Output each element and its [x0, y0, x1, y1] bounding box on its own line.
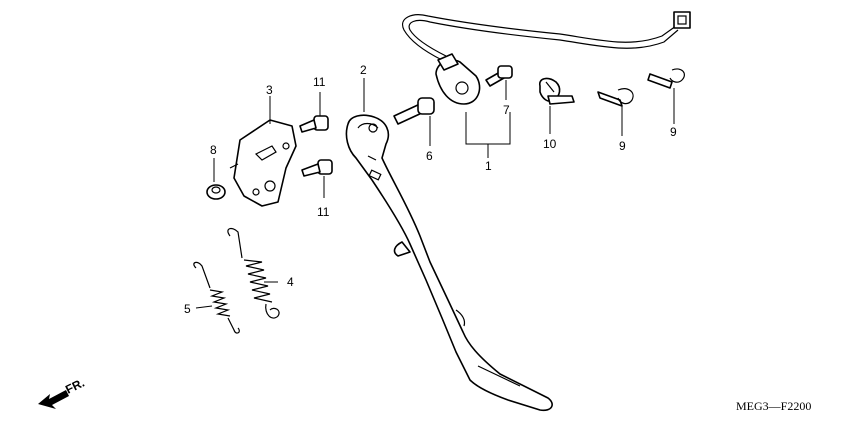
bolt-upper: [299, 115, 329, 133]
front-arrow-icon: [38, 390, 69, 409]
callout-8: 8: [210, 143, 217, 157]
callout-11-upper: 11: [313, 75, 326, 89]
inner-spring: [193, 261, 240, 334]
callout-6: 6: [426, 149, 433, 163]
callout-2: 2: [360, 63, 367, 77]
callout-9-left: 9: [619, 139, 626, 153]
diagram-code: MEG3—F2200: [736, 399, 811, 413]
callout-labels: 1 2 3 4 5 6 7 8 9 9 10 11 11: [184, 63, 677, 316]
bolt-lower: [301, 159, 333, 177]
callout-9-right: 9: [670, 125, 677, 139]
callout-1: 1: [485, 159, 492, 173]
callout-7: 7: [503, 103, 510, 117]
cable-band-left: [597, 88, 634, 107]
leader-lines: [195, 78, 675, 309]
stand-bracket: [229, 119, 297, 207]
outer-spring: [227, 227, 280, 319]
callout-4: 4: [287, 275, 294, 289]
callout-10: 10: [543, 137, 557, 151]
pivot-bolt: [393, 97, 435, 125]
switch-bolt: [485, 65, 513, 87]
cable-band-right: [647, 68, 685, 89]
callout-5: 5: [184, 302, 191, 316]
nut: [206, 184, 226, 200]
front-direction-indicator: FR.: [38, 376, 87, 409]
side-stand-switch: [402, 11, 691, 105]
callout-3: 3: [266, 83, 273, 97]
callout-11-lower: 11: [317, 205, 330, 219]
side-stand: [345, 114, 553, 412]
front-label: FR.: [63, 376, 87, 397]
harness-clamp: [538, 77, 575, 105]
